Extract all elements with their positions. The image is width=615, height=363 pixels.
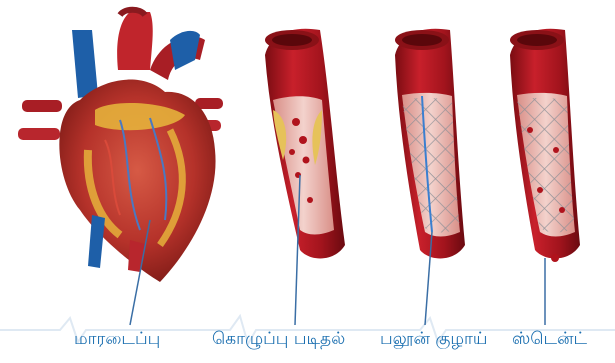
stent-label: ஸ்டென்ட் bbox=[512, 328, 587, 350]
artery-with-balloon-catheter-icon bbox=[395, 29, 465, 259]
balloon-catheter-label: பலூன் குழாய் bbox=[380, 328, 488, 350]
artery-with-stent-icon bbox=[510, 29, 580, 262]
heart-attack-label: மாரடைப்பு bbox=[74, 328, 160, 350]
artery-with-plaque-icon bbox=[265, 29, 345, 259]
plaque-buildup-label: கொழுப்பு படிதல் bbox=[212, 328, 345, 350]
heart-icon bbox=[18, 10, 223, 282]
